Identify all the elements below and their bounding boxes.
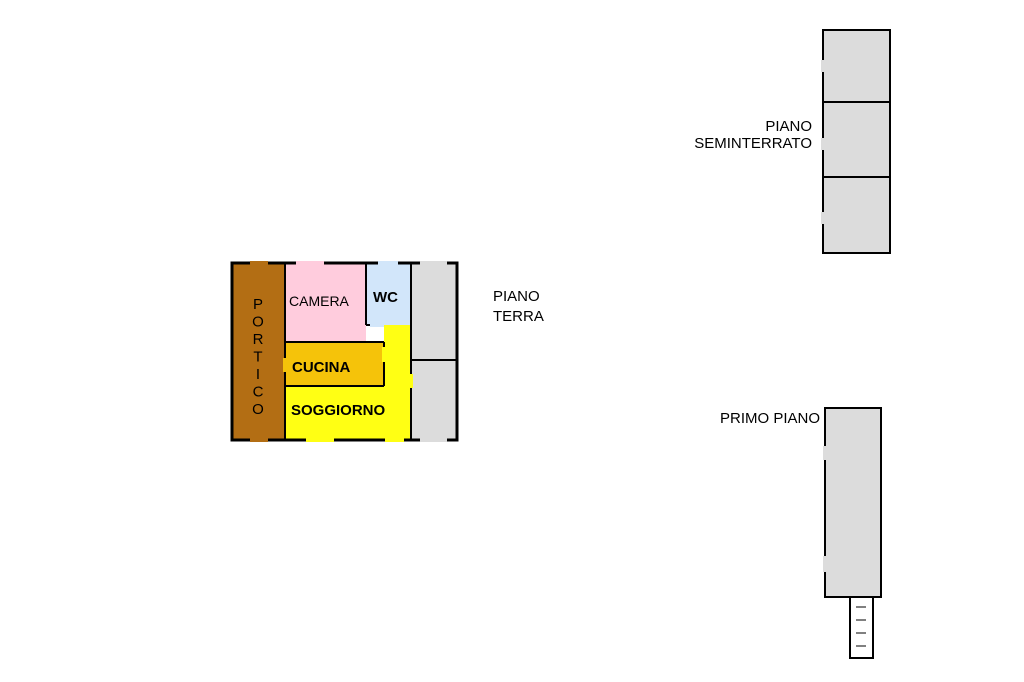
basement-floor-label-line1: PIANO (765, 118, 812, 135)
basement-floor-label: PIANO SEMINTERRATO (694, 118, 812, 152)
label-camera: CAMERA (289, 293, 350, 309)
unit-grey-bottom (411, 360, 457, 440)
basement-room-2 (823, 102, 890, 177)
ground-floor-label-line1: PIANO (493, 288, 540, 305)
unit-grey-top (411, 263, 457, 360)
room-cucina (285, 342, 384, 386)
room-wc (366, 263, 411, 325)
first-floor-label: PRIMO PIANO (720, 410, 820, 427)
room-soggiorno (285, 386, 411, 440)
basement-floor-label-line2: SEMINTERRATO (694, 135, 812, 152)
basement-room-3 (823, 177, 890, 253)
label-cucina: CUCINA (292, 359, 350, 376)
basement-room-1 (823, 30, 890, 102)
ground-floor-label: PIANO TERRA (493, 288, 544, 325)
ground-floor-label-line2: TERRA (493, 308, 544, 325)
label-wc: WC (373, 289, 398, 306)
room-camera (285, 263, 366, 342)
first-floor-plan (823, 407, 882, 659)
basement-floor-plan (821, 29, 891, 254)
ground-floor-openings (250, 261, 447, 442)
ground-floor-walls (230, 261, 459, 442)
first-floor-room (825, 408, 881, 597)
stair-icon (849, 596, 874, 659)
room-portico (232, 263, 285, 440)
label-soggiorno: SOGGIORNO (291, 402, 386, 419)
room-corridor (384, 325, 411, 386)
